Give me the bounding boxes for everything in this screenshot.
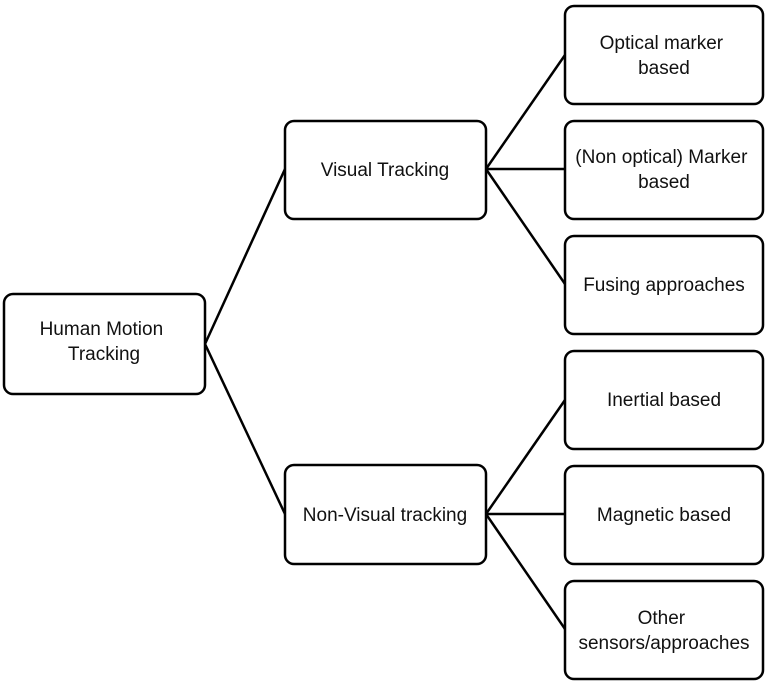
node-label-line: based — [638, 172, 690, 193]
node-label-line: Visual Tracking — [321, 160, 450, 181]
node-inertial-based: Inertial based — [563, 349, 765, 451]
node-visual-tracking: Visual Tracking — [283, 119, 488, 221]
node-label-line: Non-Visual tracking — [303, 505, 467, 526]
node-label-line: Other — [638, 608, 686, 629]
svg-text:Magnetic based: Magnetic based — [597, 505, 731, 526]
svg-text:Fusing approaches: Fusing approaches — [583, 275, 745, 296]
edge-visual-to-fusing — [484, 168, 567, 285]
node-non-optical-marker-based: (Non optical) Marker based — [563, 119, 765, 221]
edge-root-to-visual — [203, 168, 287, 345]
node-label-line: Tracking — [68, 344, 140, 365]
edge-root-to-non-visual — [203, 343, 287, 515]
svg-text:Non-Visual tracking: Non-Visual tracking — [303, 505, 467, 526]
svg-text:Human Motion Tracking: Human Motion Tracking — [40, 319, 169, 365]
node-label-line: Human Motion — [40, 319, 164, 340]
node-label-line: Optical marker — [600, 33, 724, 54]
node-label-line: Inertial based — [607, 390, 721, 411]
node-optical-marker-based: Optical marker based — [563, 4, 765, 106]
node-label-line: Magnetic based — [597, 505, 731, 526]
node-label-line: based — [638, 58, 690, 79]
svg-text:Visual Tracking: Visual Tracking — [321, 160, 450, 181]
node-human-motion-tracking: Human Motion Tracking — [2, 292, 207, 396]
edge-non-visual-to-inertial — [484, 399, 567, 515]
connectors — [203, 54, 567, 630]
node-magnetic-based: Magnetic based — [563, 464, 765, 566]
edge-visual-to-optical-marker — [484, 54, 567, 170]
node-other-sensors-approaches: Other sensors/approaches — [563, 579, 765, 681]
node-label-line: Fusing approaches — [583, 275, 745, 296]
node-label-line: sensors/approaches — [578, 633, 749, 654]
svg-text:Other sensors/approaches: Other sensors/approaches — [578, 608, 749, 654]
edge-non-visual-to-other — [484, 513, 567, 630]
node-fusing-approaches: Fusing approaches — [563, 234, 765, 336]
svg-text:Inertial based: Inertial based — [607, 390, 721, 411]
svg-text:(Non optical) Marker bas: (Non optical) Marker based — [575, 147, 752, 193]
svg-text:Optical marker based: Optical marker based — [600, 33, 729, 79]
node-label-line: (Non optical) Marker — [575, 147, 748, 168]
node-non-visual-tracking: Non-Visual tracking — [283, 463, 488, 566]
